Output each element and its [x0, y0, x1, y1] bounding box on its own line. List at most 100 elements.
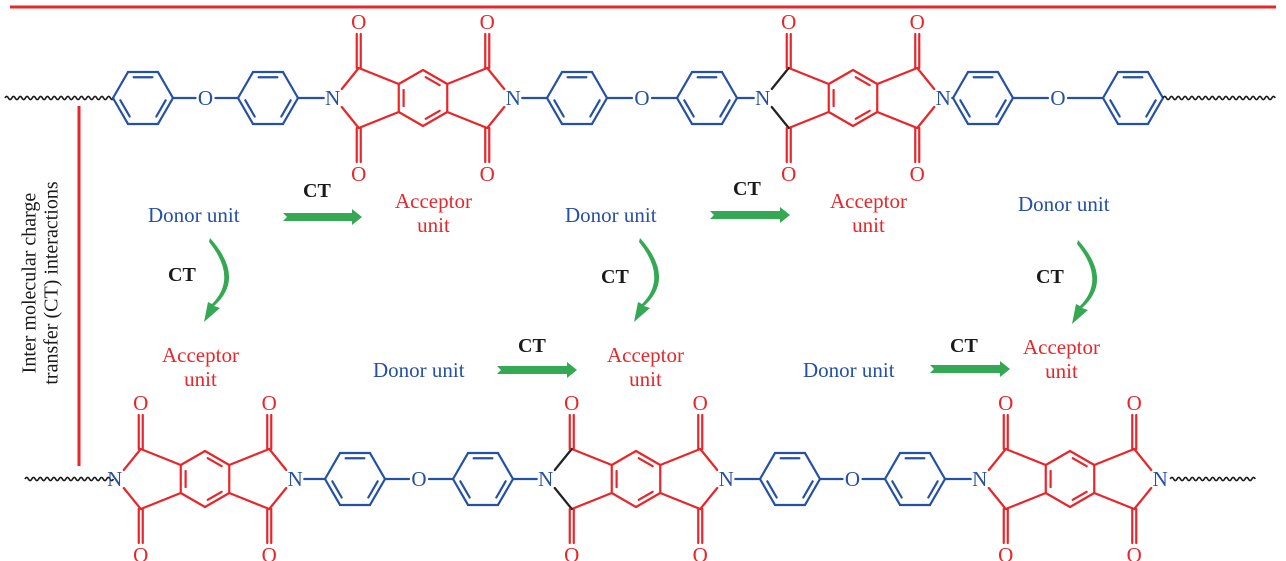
ring-bond: [1068, 449, 1096, 467]
c-n-bond: [486, 105, 506, 130]
ring-bond: [758, 477, 777, 507]
donor-unit-label: Donor unit: [373, 358, 465, 383]
double-bond: [637, 457, 654, 468]
ether-oxygen-atom: O: [411, 467, 426, 491]
donor-unit-label: Donor unit: [1018, 192, 1110, 217]
oxygen-atom: O: [998, 391, 1013, 415]
ring-bond: [281, 70, 300, 100]
ring-bond: [451, 477, 470, 507]
oxygen-atom: O: [781, 162, 796, 186]
ring-bond: [451, 451, 470, 481]
imide-bond: [1093, 491, 1136, 511]
oxygen-atom: O: [133, 391, 148, 415]
oxygen-atom: O: [781, 10, 796, 34]
double-bond: [995, 99, 1007, 118]
benzene-ring: [951, 70, 1015, 126]
ring-bond: [496, 451, 515, 481]
oxygen-atom: O: [1127, 391, 1142, 415]
benzene-ring: [758, 451, 822, 507]
double-bond: [766, 480, 778, 499]
ring-bond: [634, 491, 662, 509]
nitrogen-atom: N: [506, 86, 521, 110]
double-bond: [1071, 457, 1088, 468]
ring-bond: [1146, 70, 1165, 100]
ring-bond: [827, 110, 855, 128]
ct-label: CT: [601, 266, 629, 288]
imide-bond: [357, 66, 400, 86]
benzene-ring: [545, 70, 609, 126]
benzene-ring: [1101, 70, 1165, 126]
side-label-line2: transfer (CT) interactions: [41, 181, 63, 385]
ring-bond: [851, 110, 879, 128]
imide-bond: [446, 110, 489, 130]
imide-bond: [228, 447, 271, 467]
nitrogen-atom: N: [538, 467, 553, 491]
ring-bond: [928, 451, 947, 481]
imide-bond: [787, 66, 830, 86]
ring-bond: [590, 96, 609, 126]
ring-bond: [996, 96, 1015, 126]
ring-bond: [851, 68, 879, 86]
ether-oxygen-atom: O: [845, 467, 860, 491]
imide-bond: [139, 447, 182, 467]
c-n-bond: [770, 105, 790, 130]
ring-bond: [156, 70, 175, 100]
acceptor-text-line2: unit: [629, 366, 662, 391]
ring-bond: [236, 96, 255, 126]
chain-continuation-wavy: [1162, 95, 1276, 101]
nitrogen-atom: N: [719, 467, 734, 491]
ct-arrow-straight: [497, 362, 577, 378]
acceptor-text-line2: unit: [417, 212, 450, 237]
ct-label: CT: [1036, 266, 1064, 288]
acceptor-unit-label: Acceptor unit: [162, 343, 239, 391]
donor-text: Donor unit: [1018, 192, 1110, 216]
double-bond: [244, 99, 256, 118]
benzene-ring: [883, 451, 947, 507]
ring-bond: [928, 477, 947, 507]
c-n-bond: [340, 105, 360, 130]
donor-unit-label: Donor unit: [803, 358, 895, 383]
ring-bond: [1101, 96, 1120, 126]
ring-bond: [1101, 70, 1120, 100]
ct-label: CT: [518, 335, 546, 357]
ring-bond: [323, 477, 342, 507]
ct-arrows: [204, 207, 1098, 378]
nitrogen-atom: N: [288, 467, 303, 491]
oxygen-atom: O: [998, 543, 1013, 561]
double-bond: [802, 480, 814, 499]
double-bond: [854, 109, 871, 120]
nitrogen-atom: N: [107, 467, 122, 491]
ring-bond: [675, 70, 694, 100]
ring-bond: [1044, 449, 1072, 467]
c-n-bond: [1133, 447, 1153, 472]
c-n-bond: [1133, 486, 1153, 511]
donor-text: Donor unit: [373, 358, 465, 382]
ring-bond: [803, 477, 822, 507]
c-n-bond: [987, 447, 1007, 472]
oxygen-atom: O: [351, 162, 366, 186]
double-bond: [927, 480, 939, 499]
imide-bond: [228, 491, 271, 511]
oxygen-atom: O: [480, 162, 495, 186]
ring-bond: [827, 68, 855, 86]
ct-arrow-straight: [710, 207, 790, 223]
ring-bond: [803, 451, 822, 481]
nitrogen-atom: N: [325, 86, 340, 110]
ring-bond: [203, 491, 231, 509]
acceptor-text-line2: unit: [852, 212, 885, 237]
ring-bond: [720, 96, 739, 126]
double-bond: [1145, 99, 1157, 118]
ring-bond: [368, 451, 387, 481]
oxygen-atom: O: [693, 391, 708, 415]
c-n-bond: [553, 486, 573, 511]
chain-continuation-wavy: [1169, 476, 1256, 482]
c-n-bond: [987, 486, 1007, 511]
c-n-bond: [268, 486, 288, 511]
chain-continuation-wavy: [4, 95, 115, 101]
donor-text: Donor unit: [565, 203, 657, 227]
c-n-bond: [340, 66, 360, 91]
